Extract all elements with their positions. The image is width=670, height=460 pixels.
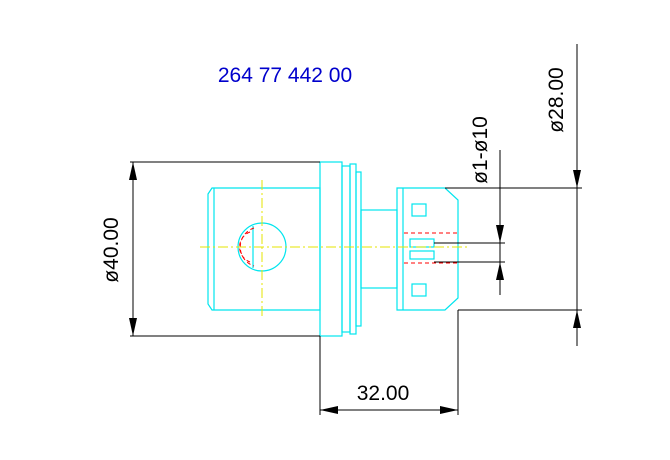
part-number: 264 77 442 00 [218,64,352,87]
main-body [207,187,321,311]
collet-slot [411,203,427,217]
arrow-icon [496,262,504,280]
flange [319,161,343,337]
neck [360,209,398,289]
arrow-icon [129,318,137,336]
dim-length-32: 32.00 [357,382,410,405]
arrow-icon [440,406,458,414]
groove-ring [341,165,351,333]
collet-slot [409,238,435,248]
dim-diameter-28: ø28.00 [545,67,568,132]
arrow-icon [496,225,504,243]
collet-nose [396,187,459,311]
groove-ring [355,171,362,327]
dim-diameter-40: ø40.00 [100,217,123,282]
arrow-icon [129,162,137,180]
dimension-arrows [129,162,581,414]
centerlines [200,180,470,318]
collet-slot [411,283,427,297]
dim-collet-range: ø1-ø10 [469,116,492,184]
collet-slot [409,250,435,260]
arrow-icon [573,170,581,188]
arrow-icon [573,310,581,328]
groove-ring [349,163,357,335]
arrow-icon [320,406,338,414]
part-outline [207,161,459,337]
